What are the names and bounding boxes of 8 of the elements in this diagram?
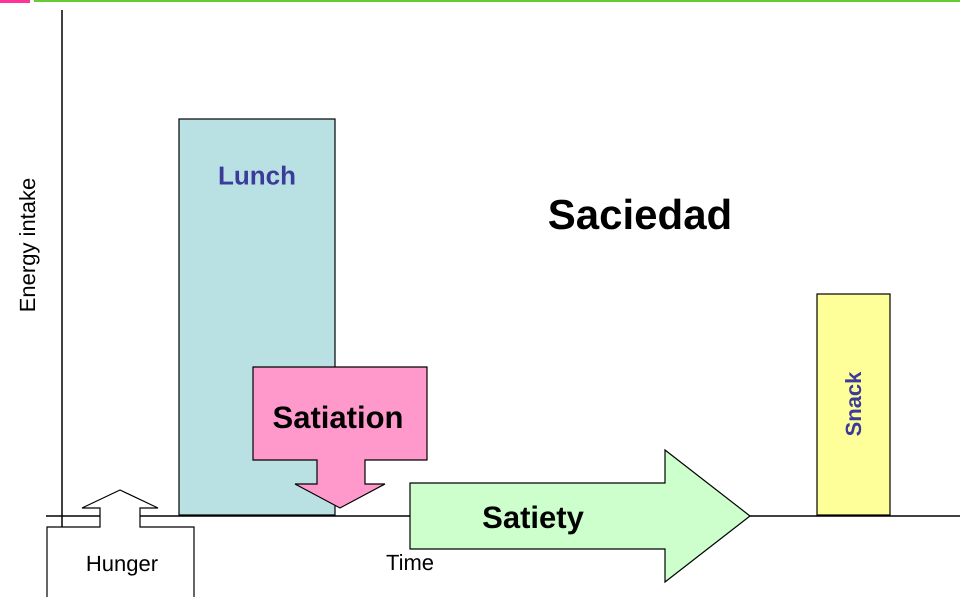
axis-title: Energy intake (15, 178, 41, 312)
axis-title: Time (386, 550, 434, 576)
shape-label: Lunch (218, 160, 296, 192)
diagram-title: Saciedad (548, 191, 732, 239)
shape-label: Hunger (86, 551, 158, 577)
shape-label: Satiety (482, 500, 584, 536)
shape-label: Satiation (272, 400, 404, 436)
shape-label: Snack (841, 372, 867, 436)
